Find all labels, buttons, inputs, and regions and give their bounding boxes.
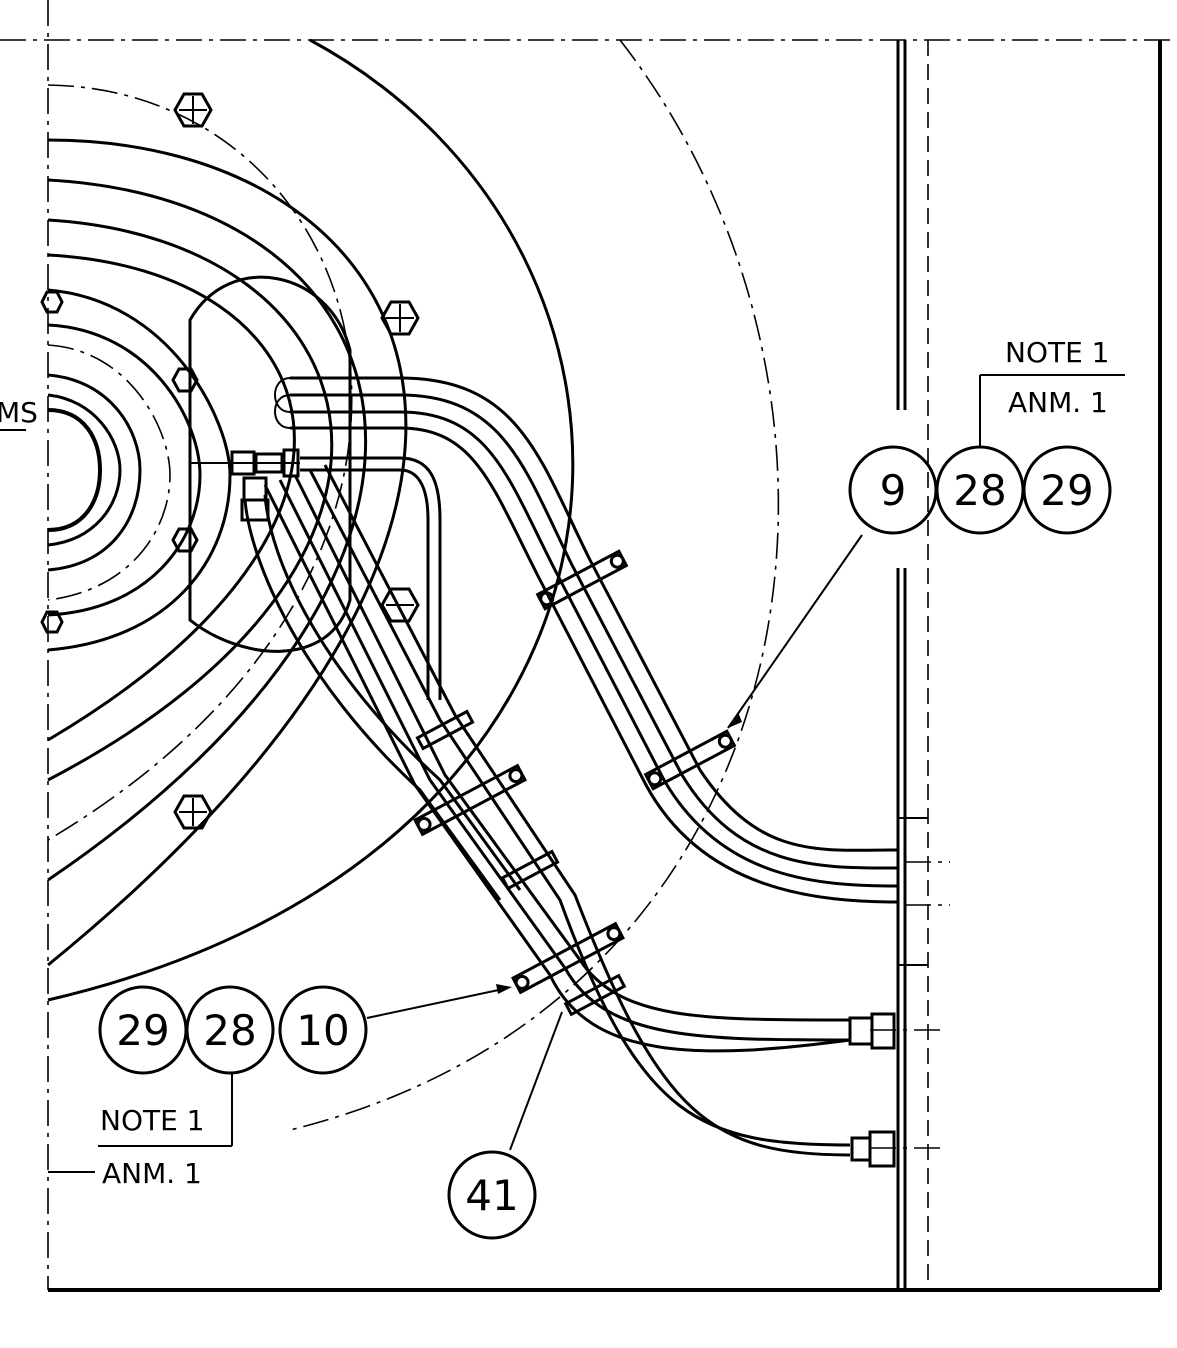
pipe-clamps <box>413 549 737 1017</box>
frame <box>48 40 1162 1292</box>
upper-anm-label: ANM. 1 <box>1008 386 1108 419</box>
callout-41: 41 <box>465 1171 518 1220</box>
leader-lines <box>48 374 1125 1173</box>
pipe-bundle <box>190 376 899 1168</box>
callout-29-upper: 29 <box>1040 466 1093 515</box>
bottom-callout-group: 41 <box>447 1150 537 1240</box>
upper-callout-group: 9 28 29 NOTE 1 ANM. 1 <box>848 336 1112 535</box>
callout-9: 9 <box>880 466 907 515</box>
bolt-heads <box>40 92 420 830</box>
callout-29-lower: 29 <box>116 1006 169 1055</box>
center-lines <box>0 0 1177 1290</box>
callout-10: 10 <box>296 1006 349 1055</box>
housing-arcs <box>47 38 780 1131</box>
hub <box>47 275 352 653</box>
lower-callout-group: 29 28 10 NOTE 1 ANM. 1 <box>98 985 368 1190</box>
callout-28-upper: 28 <box>953 466 1006 515</box>
upper-note-label: NOTE 1 <box>1005 336 1110 369</box>
callout-28-lower: 28 <box>203 1006 256 1055</box>
edge-text-ms: MS <box>0 396 38 429</box>
lower-note-label: NOTE 1 <box>100 1104 205 1137</box>
edge-text-fragment: MS <box>0 396 38 431</box>
lower-anm-label: ANM. 1 <box>102 1157 202 1190</box>
